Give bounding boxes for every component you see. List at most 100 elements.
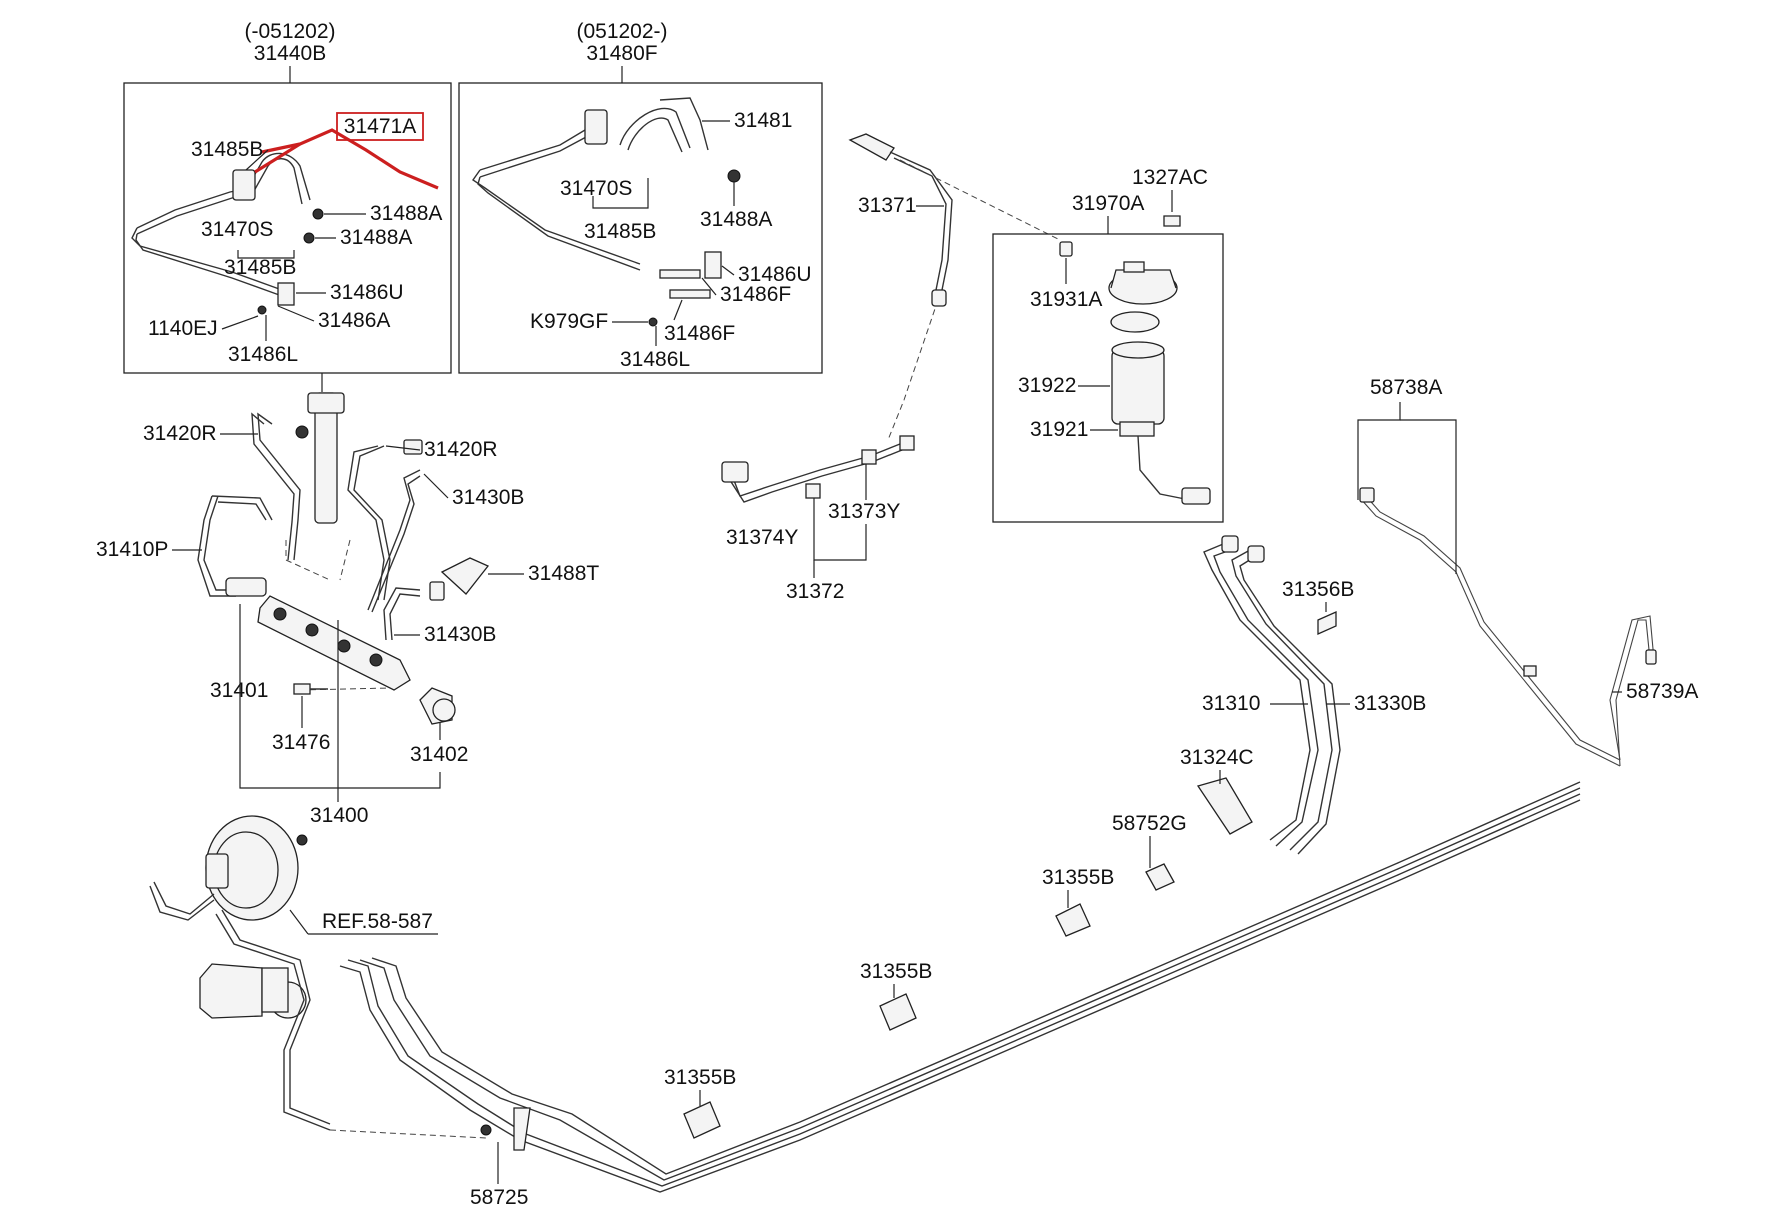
bolt-31476[interactable] [293, 683, 328, 695]
right-box-labels: 31481 31470S 31488A 31485B 31486U 31486F… [530, 109, 812, 371]
injector-pipes [197, 412, 445, 641]
label-31488A-c[interactable]: 31488A [700, 208, 772, 231]
filter-head[interactable] [1108, 261, 1178, 305]
label-31310[interactable]: 31310 [1202, 692, 1260, 715]
label-31931A[interactable]: 31931A [1030, 288, 1102, 311]
clip-58752G[interactable] [1145, 863, 1175, 891]
pressure-valve-31402[interactable] [419, 687, 456, 725]
label-31970A[interactable]: 31970A [1072, 192, 1144, 215]
label-58739A[interactable]: 58739A [1626, 680, 1698, 703]
label-31485B-b[interactable]: 31485B [224, 256, 296, 279]
clip-31356B[interactable] [1317, 610, 1337, 636]
clip-31488A [312, 208, 324, 220]
label-31486U[interactable]: 31486U [330, 281, 404, 304]
filter-cartridge-31922[interactable] [1111, 341, 1165, 437]
bolt-K979GF [648, 317, 658, 327]
label-31324C[interactable]: 31324C [1180, 746, 1254, 769]
sleeve-31486F [659, 269, 701, 279]
bracket-31486U-b [704, 251, 722, 279]
label-58725[interactable]: 58725 [470, 1186, 528, 1209]
bracket-31488T[interactable] [440, 557, 490, 595]
clip-31355B-b[interactable] [879, 993, 917, 1031]
label-1140EJ[interactable]: 1140EJ [148, 317, 218, 340]
label-31355B[interactable]: 31355B [1042, 866, 1114, 889]
bracket-31324C[interactable] [1196, 777, 1253, 835]
label-31922[interactable]: 31922 [1018, 374, 1076, 397]
left-box-labels: 31485B 31470S 31488A 31488A 31485B 31486… [148, 138, 442, 366]
group-right-code[interactable]: 31480F [586, 42, 657, 65]
o-ring[interactable] [1110, 311, 1160, 333]
rail-labels: 31420R 31420R 31430B 31410P 31488T 31430… [96, 422, 599, 827]
fitting-31931A[interactable] [1059, 241, 1073, 257]
label-K979GF[interactable]: K979GF [530, 310, 608, 333]
group-box-right [458, 82, 823, 374]
highlight-label-box [336, 112, 424, 141]
label-31430B-b[interactable]: 31430B [424, 623, 496, 646]
brake-booster[interactable] [205, 815, 308, 921]
label-31486F-b[interactable]: 31486F [664, 322, 735, 345]
label-REF[interactable]: REF.58-587 [322, 910, 433, 933]
clip-31355B-c[interactable] [683, 1101, 721, 1139]
label-31371[interactable]: 31371 [858, 194, 916, 217]
label-31356B[interactable]: 31356B [1282, 578, 1354, 601]
label-31470S[interactable]: 31470S [201, 218, 273, 241]
label-31481[interactable]: 31481 [734, 109, 792, 132]
clip-31488A-c [727, 169, 741, 183]
label-31410P[interactable]: 31410P [96, 538, 168, 561]
label-58752G[interactable]: 58752G [1112, 812, 1187, 835]
label-1327AC[interactable]: 1327AC [1132, 166, 1208, 189]
group-box-left [123, 82, 452, 374]
label-31486F[interactable]: 31486F [720, 283, 791, 306]
label-31485B[interactable]: 31485B [191, 138, 263, 161]
label-31374Y[interactable]: 31374Y [726, 526, 798, 549]
fuel-hose-connector[interactable] [848, 133, 895, 161]
clips-rear[interactable] [683, 610, 1337, 1139]
label-31420R[interactable]: 31420R [143, 422, 217, 445]
fuel-line-31372[interactable] [721, 133, 1061, 503]
rail-pressure-sensor[interactable] [225, 577, 267, 597]
label-31330B[interactable]: 31330B [1354, 692, 1426, 715]
clip-31355B-a[interactable] [1055, 903, 1091, 937]
label-31355B-c[interactable]: 31355B [664, 1066, 736, 1089]
label-31400[interactable]: 31400 [310, 804, 368, 827]
label-31486L-b[interactable]: 31486L [620, 348, 690, 371]
brake-lines [149, 781, 1581, 1193]
group-header-left: (-051202) 31440B [244, 20, 336, 83]
label-31401[interactable]: 31401 [210, 679, 268, 702]
label-31485B-c[interactable]: 31485B [584, 220, 656, 243]
group-left-date: (-051202) [244, 20, 335, 43]
label-31476[interactable]: 31476 [272, 731, 330, 754]
label-31402[interactable]: 31402 [410, 743, 468, 766]
bracket-31486U [277, 282, 295, 306]
label-31488A-b[interactable]: 31488A [340, 226, 412, 249]
common-rail[interactable] [225, 539, 411, 691]
label-31488T[interactable]: 31488T [528, 562, 599, 585]
label-31486L[interactable]: 31486L [228, 343, 298, 366]
main-fuel-lines[interactable] [1203, 535, 1341, 855]
group-right-date: (051202-) [576, 20, 667, 43]
brake-line-bracket[interactable] [513, 1107, 531, 1151]
label-31372[interactable]: 31372 [786, 580, 844, 603]
label-31470S-b[interactable]: 31470S [560, 177, 632, 200]
label-31471A[interactable]: 31471A [344, 115, 416, 138]
highlight-part-31471A[interactable]: 31471A [254, 112, 439, 190]
label-31486U-b[interactable]: 31486U [738, 263, 812, 286]
label-31488A[interactable]: 31488A [370, 202, 442, 225]
label-31355B-b[interactable]: 31355B [860, 960, 932, 983]
label-31430B[interactable]: 31430B [452, 486, 524, 509]
brake-lines-rear[interactable] [1359, 487, 1657, 767]
return-pipe-right [472, 97, 741, 327]
label-31420R-b[interactable]: 31420R [424, 438, 498, 461]
return-valve-block [232, 169, 256, 201]
label-31921[interactable]: 31921 [1030, 418, 1088, 441]
clip-31488A-b [303, 232, 315, 244]
nut-1327AC[interactable] [1163, 215, 1181, 227]
label-31486A[interactable]: 31486A [318, 309, 390, 332]
abs-unit[interactable] [199, 963, 307, 1019]
group-left-code[interactable]: 31440B [254, 42, 326, 65]
water-sensor-connector[interactable] [1181, 487, 1211, 505]
label-58738A[interactable]: 58738A [1370, 376, 1442, 399]
label-31373Y[interactable]: 31373Y [828, 500, 900, 523]
